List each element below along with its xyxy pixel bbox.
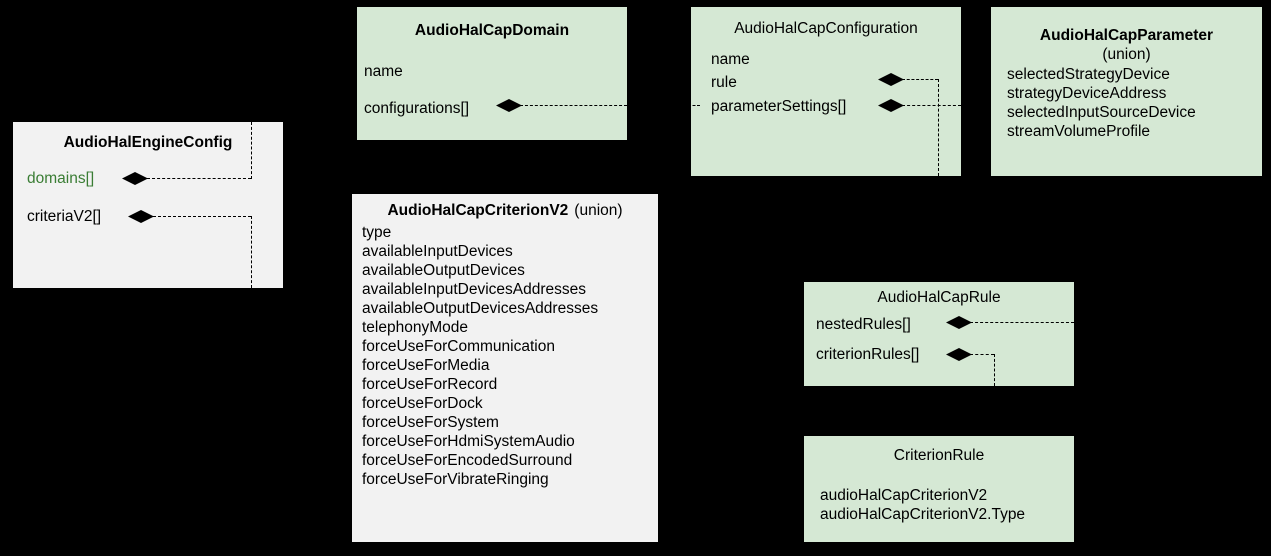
box-background (13, 122, 283, 288)
edge-configurations-stub (688, 105, 700, 106)
class-title-audio-hal-cap-configuration: AudioHalCapConfiguration (734, 20, 918, 37)
edge-configurations-horizontal (520, 105, 627, 106)
attribute-force-use-for-communication: forceUseForCommunication (362, 338, 555, 355)
edge-criterion-rules-vertical (994, 354, 995, 386)
attribute-selected-strategy-device: selectedStrategyDevice (1007, 66, 1170, 83)
class-title-audio-hal-engine-config: AudioHalEngineConfig (63, 134, 233, 151)
edge-criteria-vertical (251, 216, 252, 288)
attribute-audio-hal-cap-criterion-v2: audioHalCapCriterionV2 (820, 487, 988, 504)
class-box-audio-hal-cap-criterion-v2[interactable]: AudioHalCapCriterionV2 (union) type avail… (352, 194, 658, 542)
edge-rule-vertical (938, 79, 939, 176)
class-title-criterion-rule: CriterionRule (893, 447, 985, 464)
composition-diamond-criteria-v2 (128, 210, 154, 223)
attribute-available-input-devices: availableInputDevices (362, 243, 513, 260)
class-box-audio-hal-engine-config[interactable]: AudioHalEngineConfig domains[] criteriaV… (13, 122, 283, 288)
attribute-type: type (362, 224, 392, 241)
class-box-audio-hal-cap-domain[interactable]: AudioHalCapDomain name configurations[] (357, 7, 627, 140)
class-box-criterion-rule[interactable]: CriterionRule audioHalCapCriterionV2 aud… (804, 436, 1074, 542)
attribute-configurations: configurations[] (364, 100, 470, 117)
box-background (804, 436, 1074, 542)
attribute-force-use-for-encoded-surround: forceUseForEncodedSurround (362, 452, 573, 469)
attribute-available-input-devices-addresses: availableInputDevicesAddresses (362, 281, 587, 298)
edge-domains-vertical (251, 122, 252, 179)
composition-diamond-parameter-settings (878, 99, 904, 112)
attribute-strategy-device-address: strategyDeviceAddress (1007, 85, 1167, 102)
box-background (804, 282, 1074, 386)
attribute-name: name (711, 51, 750, 68)
class-title-audio-hal-cap-parameter: AudioHalCapParameter (1039, 27, 1214, 44)
attribute-list-cap-criterion-v2: type availableInputDevices availableOutp… (362, 223, 658, 489)
attribute-list-criterion-rule: audioHalCapCriterionV2 audioHalCapCriter… (820, 486, 1025, 524)
attribute-rule: rule (711, 74, 737, 91)
edge-parameter-settings-horizontal (902, 105, 961, 106)
class-subtitle-union: (union) (1102, 46, 1151, 63)
class-box-audio-hal-cap-configuration[interactable]: AudioHalCapConfiguration name rule param… (691, 7, 961, 176)
attribute-audio-hal-cap-criterion-v2-type: audioHalCapCriterionV2.Type (820, 506, 1026, 523)
attribute-criterion-rules: criterionRules[] (816, 346, 920, 363)
composition-diamond-domains (122, 172, 148, 185)
class-title-suffix-union: (union) (574, 202, 623, 219)
attribute-list-cap-parameter: selectedStrategyDevice strategyDeviceAdd… (1007, 65, 1196, 141)
attribute-name: name (364, 63, 403, 80)
attribute-force-use-for-hdmi-system-audio: forceUseForHdmiSystemAudio (362, 433, 575, 450)
edge-criterion-rules-horizontal (970, 354, 994, 355)
box-background (991, 7, 1262, 176)
attribute-available-output-devices: availableOutputDevices (362, 262, 525, 279)
edge-nested-rules-horizontal (970, 322, 1074, 323)
edge-criteria-horizontal (153, 216, 251, 217)
composition-diamond-nested-rules (946, 316, 972, 329)
edge-parameter-settings-stub (975, 105, 991, 106)
attribute-force-use-for-record: forceUseForRecord (362, 376, 498, 393)
class-title-audio-hal-cap-rule: AudioHalCapRule (877, 289, 1001, 306)
composition-diamond-criterion-rules (946, 348, 972, 361)
attribute-force-use-for-media: forceUseForMedia (362, 357, 490, 374)
box-background (357, 7, 627, 140)
edge-domains-horizontal (147, 178, 251, 179)
attribute-parameter-settings: parameterSettings[] (711, 98, 847, 115)
class-title-audio-hal-cap-domain: AudioHalCapDomain (414, 22, 570, 39)
class-box-audio-hal-cap-rule[interactable]: AudioHalCapRule nestedRules[] criterionR… (804, 282, 1074, 386)
attribute-criteria-v2: criteriaV2[] (27, 208, 102, 225)
class-box-audio-hal-cap-parameter[interactable]: AudioHalCapParameter (union) selectedStr… (991, 7, 1262, 176)
box-background (352, 194, 658, 542)
attribute-stream-volume-profile: streamVolumeProfile (1007, 123, 1151, 140)
attribute-selected-input-source-device: selectedInputSourceDevice (1007, 104, 1196, 121)
attribute-force-use-for-system: forceUseForSystem (362, 414, 499, 431)
attribute-nested-rules: nestedRules[] (816, 316, 911, 333)
composition-diamond-configurations (496, 99, 522, 112)
attribute-force-use-for-vibrate-ringing: forceUseForVibrateRinging (362, 471, 549, 488)
attribute-available-output-devices-addresses: availableOutputDevicesAddresses (362, 300, 599, 317)
attribute-telephony-mode: telephonyMode (362, 319, 468, 336)
attribute-domains: domains[] (27, 170, 95, 187)
class-title-audio-hal-cap-criterion-v2: AudioHalCapCriterionV2 (387, 202, 569, 219)
box-background (691, 7, 961, 176)
attribute-force-use-for-dock: forceUseForDock (362, 395, 483, 412)
composition-diamond-rule (878, 73, 904, 86)
edge-rule-horizontal (902, 79, 938, 80)
class-title-row-audio-hal-cap-criterion-v2: AudioHalCapCriterionV2 (union) (352, 194, 658, 220)
